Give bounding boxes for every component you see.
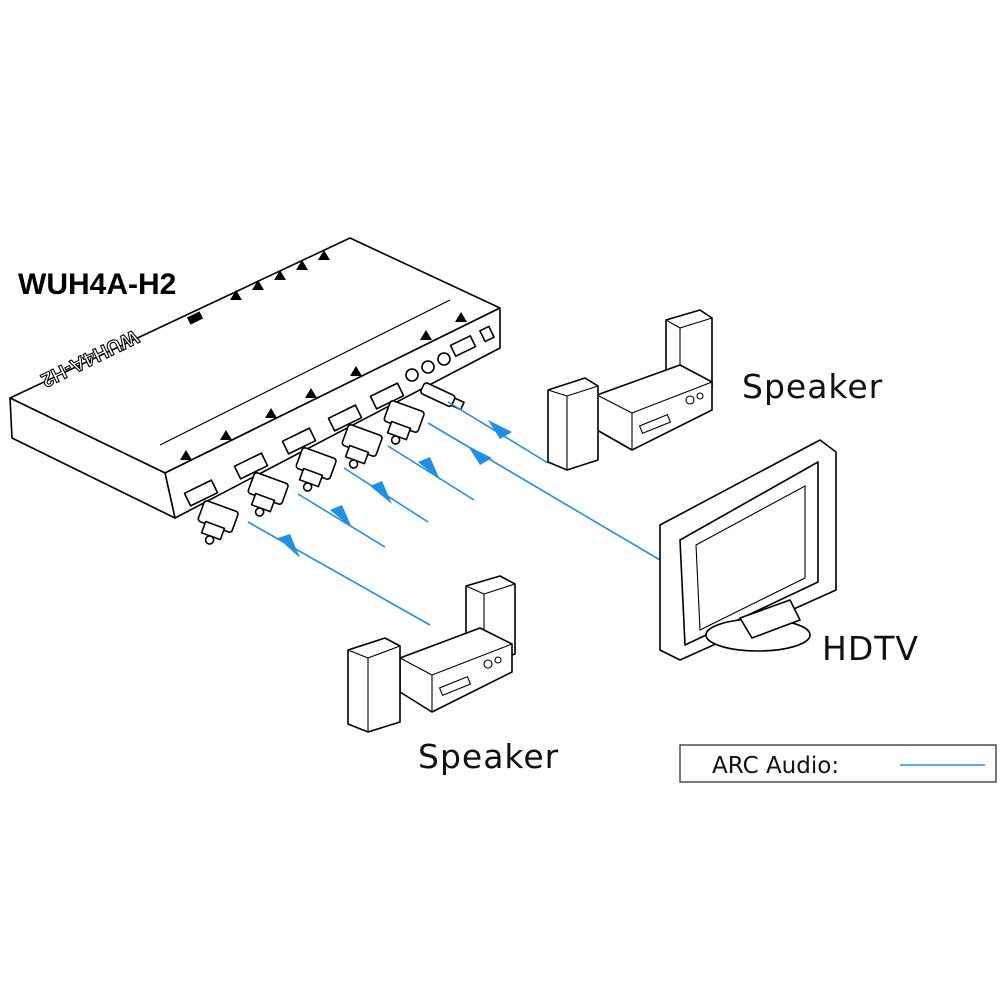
hdtv-label: HDTV bbox=[822, 629, 919, 668]
speaker-bottom-label: Speaker bbox=[418, 737, 559, 776]
device-ports bbox=[183, 325, 495, 507]
legend-box bbox=[679, 744, 997, 783]
legend: ARC Audio: bbox=[679, 744, 997, 783]
device-end-face bbox=[9, 397, 176, 519]
model-title: WUH4A-H2 bbox=[18, 268, 176, 301]
legend-label: ARC Audio: bbox=[712, 753, 839, 779]
speaker-bottom-device bbox=[347, 575, 516, 733]
hdtv-device bbox=[659, 439, 837, 661]
speaker-top-label: Speaker bbox=[742, 367, 883, 406]
arc-lines bbox=[247, 401, 661, 626]
device-panel-line bbox=[159, 299, 451, 446]
device-markings bbox=[180, 250, 467, 460]
speaker-top-device bbox=[547, 309, 713, 471]
hdmi-plugs bbox=[197, 382, 465, 545]
